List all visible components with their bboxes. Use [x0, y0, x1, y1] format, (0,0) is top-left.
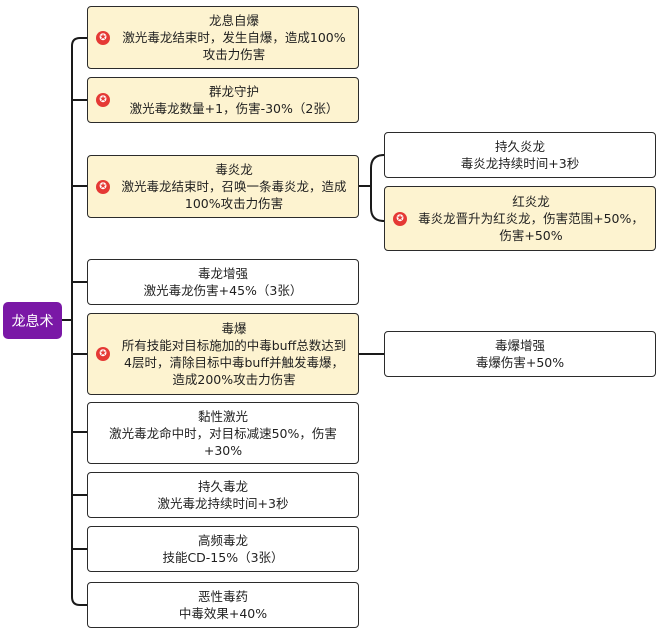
node-title: 群龙守护 — [208, 84, 259, 99]
node-title: 高频毒龙 — [197, 533, 248, 548]
node-dubao-zengqiang[interactable]: 毒爆增强 毒爆伤害+50% — [384, 331, 656, 377]
node-exing-duyao[interactable]: 恶性毒药 中毒效果+40% — [87, 582, 359, 628]
node-qunlong-shouhu[interactable]: ✪ 群龙守护 激光毒龙数量+1，伤害-30%（2张） — [87, 77, 359, 123]
node-dulong-zengqiang[interactable]: 毒龙增强 激光毒龙伤害+45%（3张） — [87, 259, 359, 305]
node-desc: 激光毒龙伤害+45%（3张） — [143, 283, 303, 298]
node-title: 毒龙增强 — [197, 266, 248, 281]
node-title: 红炎龙 — [512, 194, 550, 209]
node-desc: 毒炎龙晋升为红炎龙，伤害范围+50%，伤害+50% — [418, 211, 644, 243]
node-title: 黏性激光 — [197, 408, 248, 424]
node-desc: 中毒效果+40% — [178, 606, 268, 621]
node-duyanlong[interactable]: ✪ 毒炎龙 激光毒龙结束时，召唤一条毒炎龙，造成100%攻击力伤害 — [87, 155, 359, 218]
node-title: 持久毒龙 — [197, 479, 248, 494]
node-chijiu-yanlong[interactable]: 持久炎龙 毒炎龙持续时间+3秒 — [384, 132, 656, 178]
node-title: 毒爆增强 — [494, 338, 545, 353]
node-gaopin-dulong[interactable]: 高频毒龙 技能CD-15%（3张） — [87, 526, 359, 572]
node-title: 持久炎龙 — [494, 139, 545, 154]
star-icon: ✪ — [96, 347, 110, 361]
node-chijiu-dulong[interactable]: 持久毒龙 激光毒龙持续时间+3秒 — [87, 472, 359, 518]
node-desc: 所有技能对目标施加的中毒buff总数达到4层时，清除目标中毒buff并触发毒爆，… — [121, 338, 347, 387]
node-desc: 技能CD-15%（3张） — [162, 550, 284, 565]
node-title: 毒爆 — [221, 321, 247, 336]
root-label: 龙息术 — [11, 313, 54, 330]
node-nianxing-jiguang[interactable]: 黏性激光 激光毒龙命中时，对目标减速50%，伤害+30% — [87, 402, 359, 464]
edge-sub-2 — [370, 186, 385, 222]
star-icon: ✪ — [393, 211, 407, 226]
node-desc: 激光毒龙结束时，发生自爆，造成100%攻击力伤害 — [122, 30, 346, 62]
node-title: 龙息自爆 — [208, 13, 259, 28]
star-icon: ✪ — [96, 30, 110, 45]
node-desc: 毒爆伤害+50% — [475, 355, 565, 370]
edge-sub-1 — [370, 154, 385, 186]
node-longxi-zibao[interactable]: ✪ 龙息自爆 激光毒龙结束时，发生自爆，造成100%攻击力伤害 — [87, 6, 359, 69]
node-desc: 毒炎龙持续时间+3秒 — [460, 156, 580, 171]
node-title: 恶性毒药 — [197, 589, 248, 604]
star-icon: ✪ — [96, 179, 110, 194]
node-desc: 激光毒龙命中时，对目标减速50%，伤害+30% — [109, 425, 337, 458]
node-desc: 激光毒龙持续时间+3秒 — [157, 496, 289, 511]
star-icon: ✪ — [96, 93, 110, 107]
node-desc: 激光毒龙结束时，召唤一条毒炎龙，造成100%攻击力伤害 — [121, 179, 347, 211]
node-hongyanlong[interactable]: ✪ 红炎龙 毒炎龙晋升为红炎龙，伤害范围+50%，伤害+50% — [384, 186, 656, 251]
node-desc: 激光毒龙数量+1，伤害-30%（2张） — [129, 101, 339, 116]
root-node[interactable]: 龙息术 — [3, 302, 62, 339]
node-title: 毒炎龙 — [215, 162, 253, 177]
node-dubao[interactable]: ✪ 毒爆 所有技能对目标施加的中毒buff总数达到4层时，清除目标中毒buff并… — [87, 313, 359, 395]
edge-trunk — [71, 37, 81, 606]
